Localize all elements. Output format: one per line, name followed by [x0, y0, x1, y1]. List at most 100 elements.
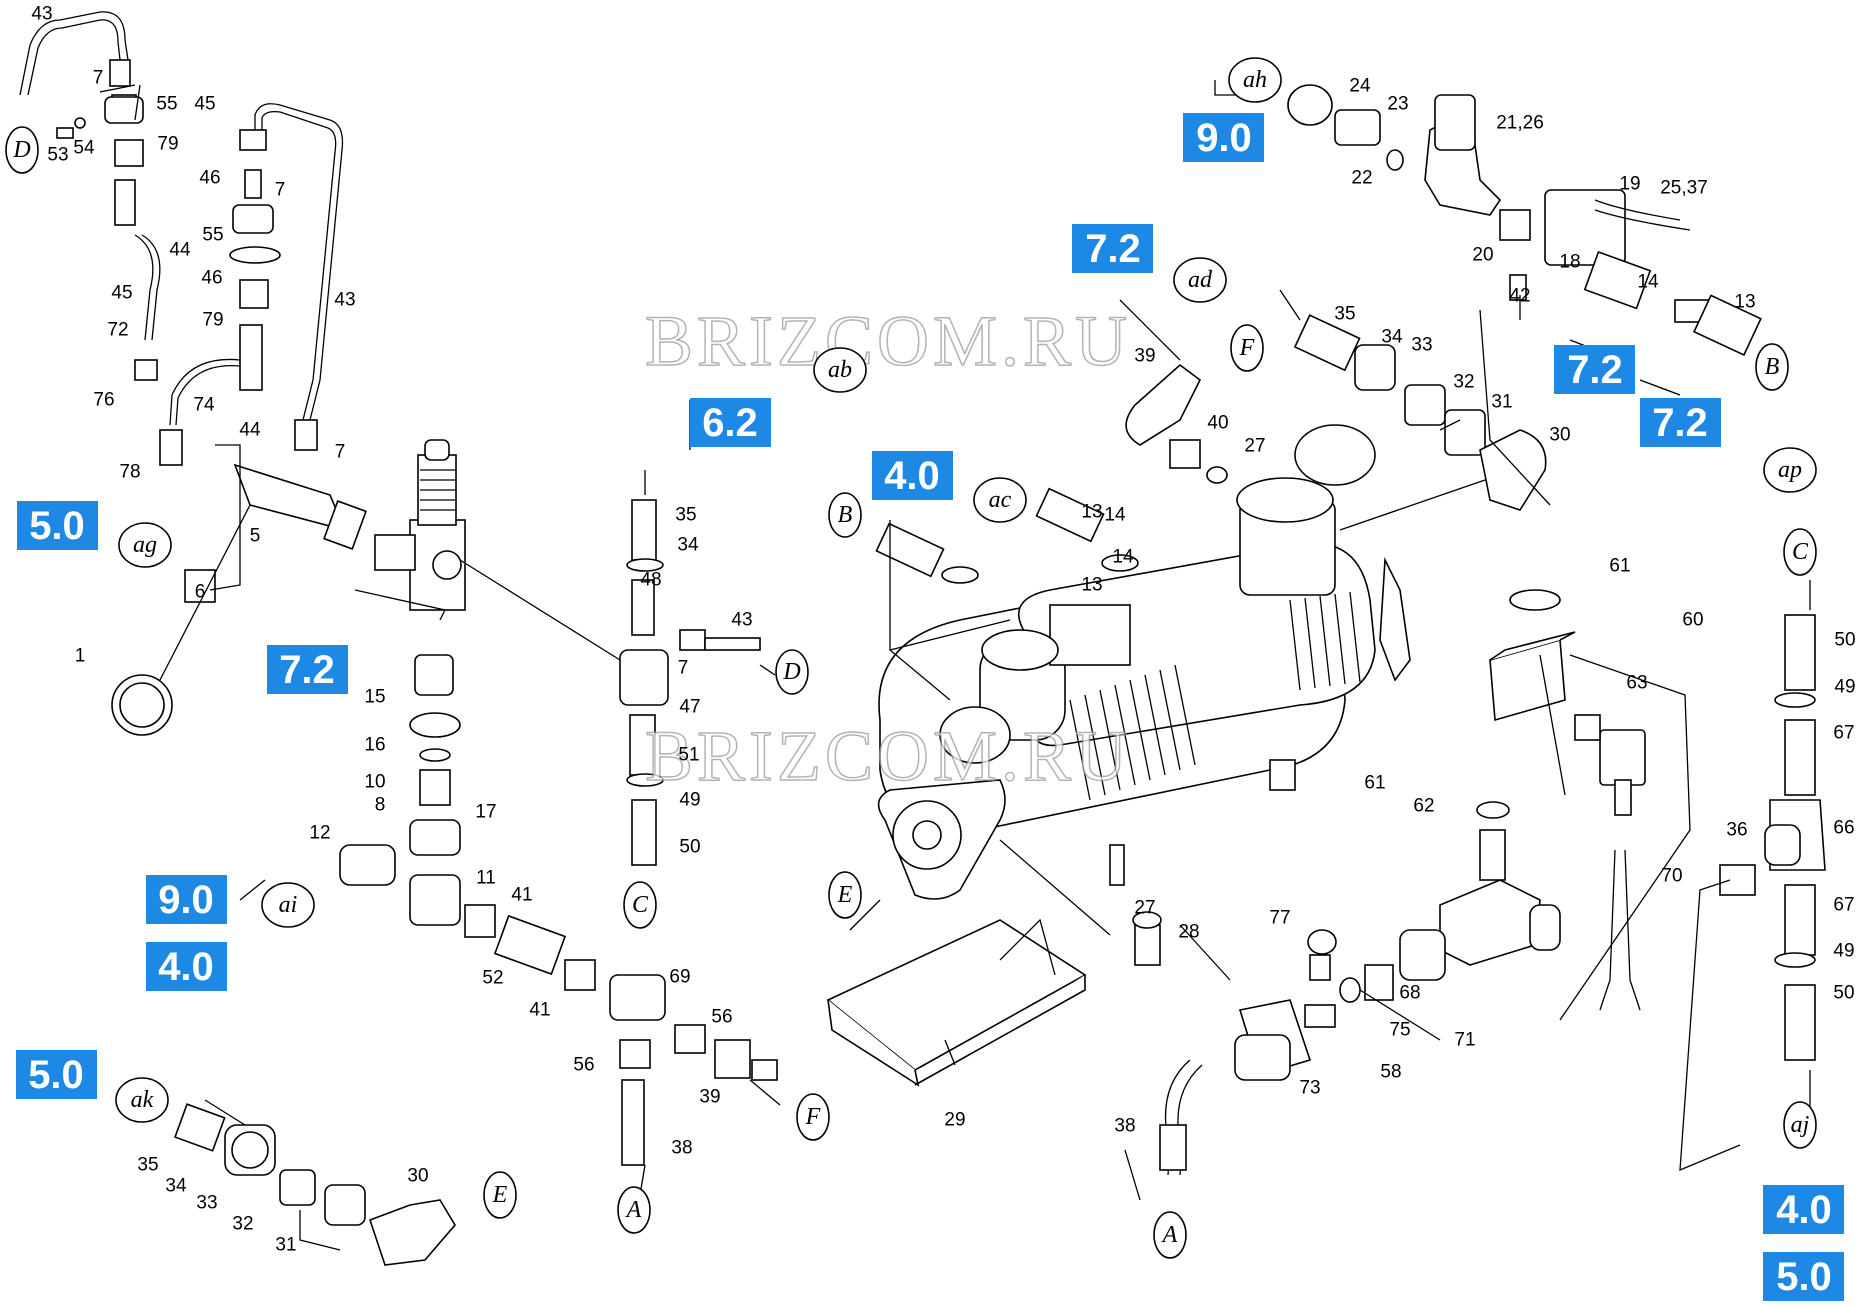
- part-number: 72: [107, 320, 128, 341]
- part-number: 45: [111, 283, 132, 304]
- connector-label: C: [632, 892, 649, 918]
- part-number: 43: [31, 4, 52, 25]
- part-number: 39: [699, 1087, 720, 1108]
- part-number: 41: [511, 885, 532, 906]
- connector-label: F: [1239, 335, 1255, 361]
- upper-center-chain: [1125, 314, 1547, 511]
- part-number: 50: [679, 837, 700, 858]
- watermark-top: BRIZCOM.RU: [645, 301, 1131, 381]
- part-number: 32: [232, 1214, 253, 1235]
- part-number: 11: [476, 868, 496, 889]
- right-electrical: [1339, 589, 1646, 1011]
- part-number: 70: [1661, 866, 1682, 887]
- left-assembly: [19, 11, 344, 466]
- section-label: 5.0: [1776, 1255, 1832, 1299]
- part-number: 38: [1114, 1116, 1135, 1137]
- section-label: 5.0: [29, 504, 85, 548]
- section-labels: [16, 113, 1844, 1301]
- part-number: 19: [1619, 174, 1640, 195]
- part-number: 33: [1411, 335, 1432, 356]
- valve-block: [111, 439, 778, 1166]
- part-number: 34: [1381, 327, 1403, 348]
- part-number: 15: [364, 687, 385, 708]
- part-number: 7: [93, 68, 104, 89]
- part-number: 35: [675, 505, 696, 526]
- part-number: 5: [250, 526, 261, 547]
- part-number: 28: [1178, 922, 1199, 943]
- part-number: 30: [1549, 425, 1570, 446]
- lower-center-chain: [1132, 911, 1337, 1176]
- part-number: 58: [1380, 1062, 1401, 1083]
- part-number: 67: [1833, 723, 1854, 744]
- part-number: 67: [1833, 895, 1854, 916]
- upper-right-chain: [1287, 84, 1762, 357]
- connector-label: E: [492, 1182, 508, 1208]
- part-number: 34: [677, 535, 699, 556]
- part-number: 79: [202, 310, 223, 331]
- part-number: 14: [1637, 272, 1659, 293]
- part-number: 13: [1081, 502, 1102, 523]
- part-number: 74: [193, 395, 215, 416]
- part-number: 71: [1454, 1030, 1475, 1051]
- lower-left-chain: [174, 1103, 456, 1266]
- connector-label: F: [805, 1104, 821, 1130]
- part-number: 27: [1134, 898, 1155, 919]
- part-number: 56: [711, 1007, 732, 1028]
- part-number: 78: [119, 462, 140, 483]
- right-vertical-chain: [1719, 614, 1826, 1061]
- part-number: 29: [944, 1110, 965, 1131]
- part-number: 68: [1399, 983, 1420, 1004]
- part-number: 44: [169, 240, 191, 261]
- connector-label: ac: [989, 487, 1012, 513]
- part-number: 38: [671, 1138, 692, 1159]
- part-number: 35: [1334, 304, 1355, 325]
- part-number: 33: [196, 1193, 217, 1214]
- part-number: 13: [1734, 292, 1755, 313]
- section-label: 7.2: [279, 648, 335, 692]
- part-number: 14: [1104, 505, 1126, 526]
- part-number: 25,37: [1660, 178, 1708, 199]
- part-number: 8: [375, 795, 386, 816]
- part-number: 6: [195, 582, 206, 603]
- part-number: 48: [640, 570, 661, 591]
- center-left-chain: [619, 499, 761, 866]
- part-number: 32: [1453, 372, 1474, 393]
- section-label: 6.2: [702, 401, 758, 445]
- part-number: 50: [1834, 630, 1855, 651]
- section-label: 5.0: [28, 1053, 84, 1097]
- part-number: 31: [275, 1235, 296, 1256]
- part-number: 76: [93, 390, 114, 411]
- part-number: 42: [1509, 286, 1530, 307]
- part-number: 44: [239, 420, 261, 441]
- part-number: 46: [199, 168, 220, 189]
- part-number: 40: [1207, 413, 1228, 434]
- part-number: 30: [407, 1166, 428, 1187]
- part-number: 47: [679, 697, 700, 718]
- section-label: 7.2: [1085, 227, 1141, 271]
- part-number: 18: [1559, 252, 1580, 273]
- part-number: 12: [309, 823, 330, 844]
- part-number: 41: [529, 1000, 550, 1021]
- part-number: 24: [1349, 76, 1371, 97]
- part-number: 62: [1413, 796, 1434, 817]
- part-number: 49: [679, 790, 700, 811]
- part-number: 16: [364, 735, 385, 756]
- part-number: 22: [1351, 168, 1372, 189]
- section-label: 7.2: [1652, 401, 1708, 445]
- part-number: 75: [1389, 1020, 1410, 1041]
- part-number: 34: [165, 1176, 187, 1197]
- section-label: 4.0: [884, 454, 940, 498]
- part-number: 7: [678, 658, 689, 679]
- part-number: 45: [194, 94, 215, 115]
- part-number: 49: [1834, 677, 1855, 698]
- section-label: 4.0: [158, 945, 214, 989]
- pump-drawing: [877, 424, 1411, 900]
- connector-label: aj: [1791, 1112, 1810, 1138]
- part-number: 39: [1134, 346, 1155, 367]
- part-number: 7: [335, 442, 346, 463]
- part-number: 56: [573, 1055, 594, 1076]
- connector-label: A: [1161, 1222, 1178, 1248]
